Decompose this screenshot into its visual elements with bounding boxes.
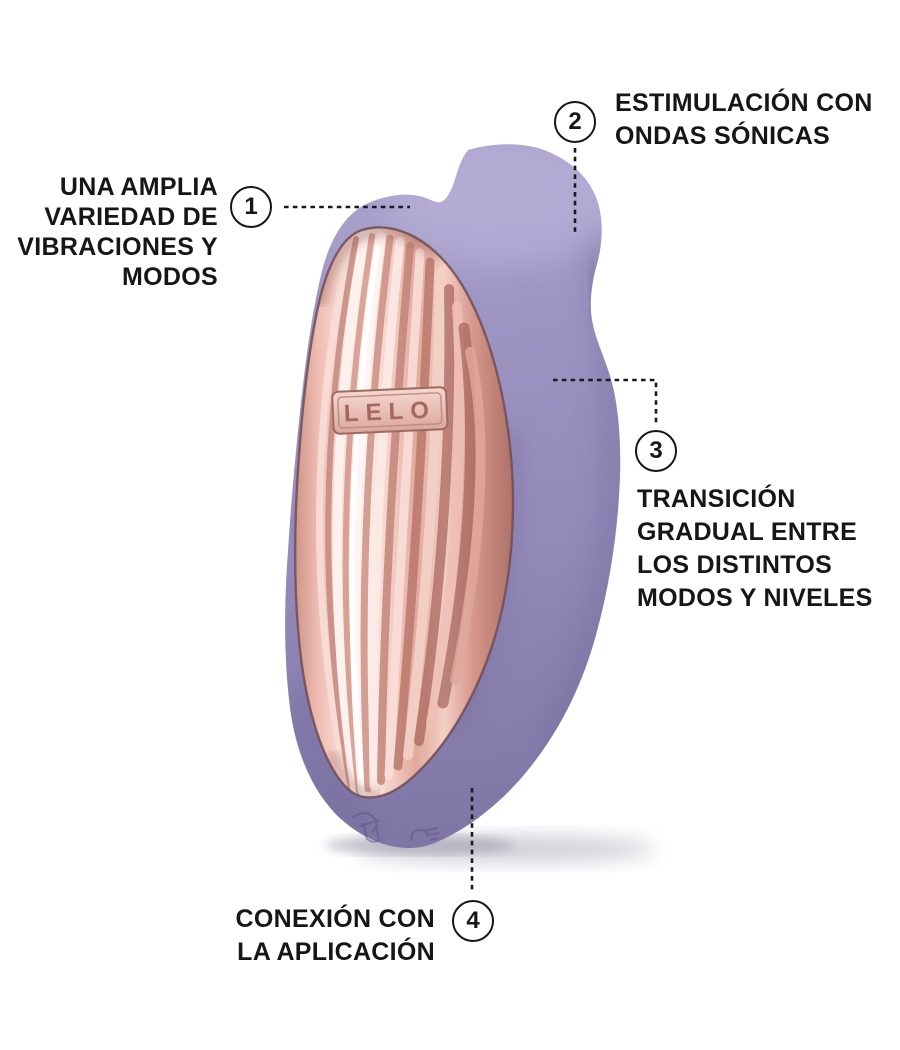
callout-3-label: TRANSICIÓN GRADUAL ENTRE LOS DISTINTOS M… [637,483,873,615]
callout-4-label: CONEXIÓN CON LA APLICACIÓN [236,903,435,969]
callout-2-line-1: ESTIMULACIÓN CON [615,89,873,117]
shell-ridges [313,227,486,798]
callout-3-line-1: TRANSICIÓN [637,485,796,513]
callout-1-number-badge: 1 [230,186,272,228]
callout-1-label: UNA AMPLIA VARIEDAD DE VIBRACIONES Y MOD… [17,172,218,292]
callout-3-number-badge: 3 [635,430,677,472]
callout-1-line-1: UNA AMPLIA [59,173,218,201]
callout-1-line-2: VARIEDAD DE [44,203,218,231]
brand-logo-text: LELO [343,396,436,427]
callout-3-line-3: LOS DISTINTOS [637,551,833,579]
callout-3-line-4: MODOS Y NIVELES [637,584,873,612]
callout-2-line-2: ONDAS SÓNICAS [615,122,831,150]
callout-4-number-badge: 4 [452,900,494,942]
panel-rim [294,226,515,799]
callout-1-line-4: MODOS [122,263,218,291]
callout-2-label: ESTIMULACIÓN CON ONDAS SÓNICAS [615,87,873,153]
brand-plate: LELO [331,386,449,435]
callout-4-line-1: CONEXIÓN CON [235,905,435,933]
callout-4-line-2: LA APLICACIÓN [237,938,435,966]
callout-1-line-3: VIBRACIONES Y [17,233,218,261]
callout-3-line-2: GRADUAL ENTRE [637,518,858,546]
callout-2-number-badge: 2 [554,101,596,143]
leader-line-3 [553,378,658,424]
regulatory-engravings-icon [351,812,440,843]
